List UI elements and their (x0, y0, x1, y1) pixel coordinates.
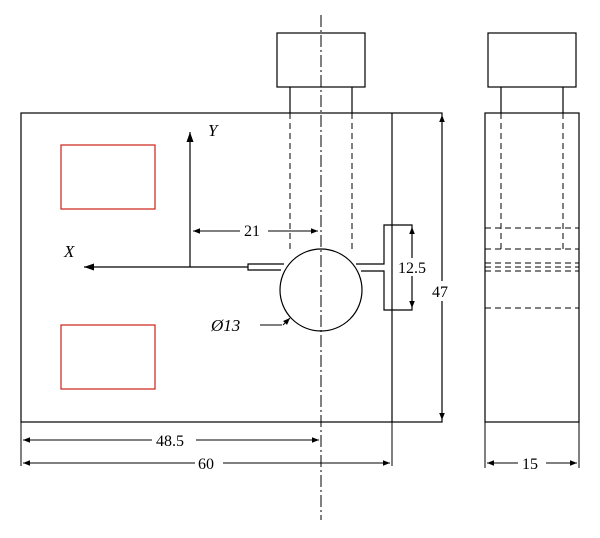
x-axis-label: X (63, 242, 75, 261)
dim-47-text: 47 (432, 284, 448, 301)
dim-60-text: 60 (198, 456, 214, 473)
lower-red-pad (60, 324, 156, 390)
front-view: Y X 21 12.5 47 Ø13 48.5 60 (20, 15, 456, 520)
upper-red-pad (60, 144, 156, 210)
side-top-cap (487, 32, 577, 88)
dim-12-5-text: 12.5 (398, 260, 426, 277)
y-axis-label: Y (208, 121, 219, 140)
dim-21-text: 21 (244, 223, 260, 240)
diameter-leader-arrow (282, 317, 291, 326)
dim-48-5-text: 48.5 (156, 433, 184, 450)
diameter-text: Ø13 (210, 316, 240, 335)
left-slot (247, 263, 284, 271)
dim-15-text: 15 (522, 456, 538, 473)
side-view: 15 (484, 32, 580, 473)
